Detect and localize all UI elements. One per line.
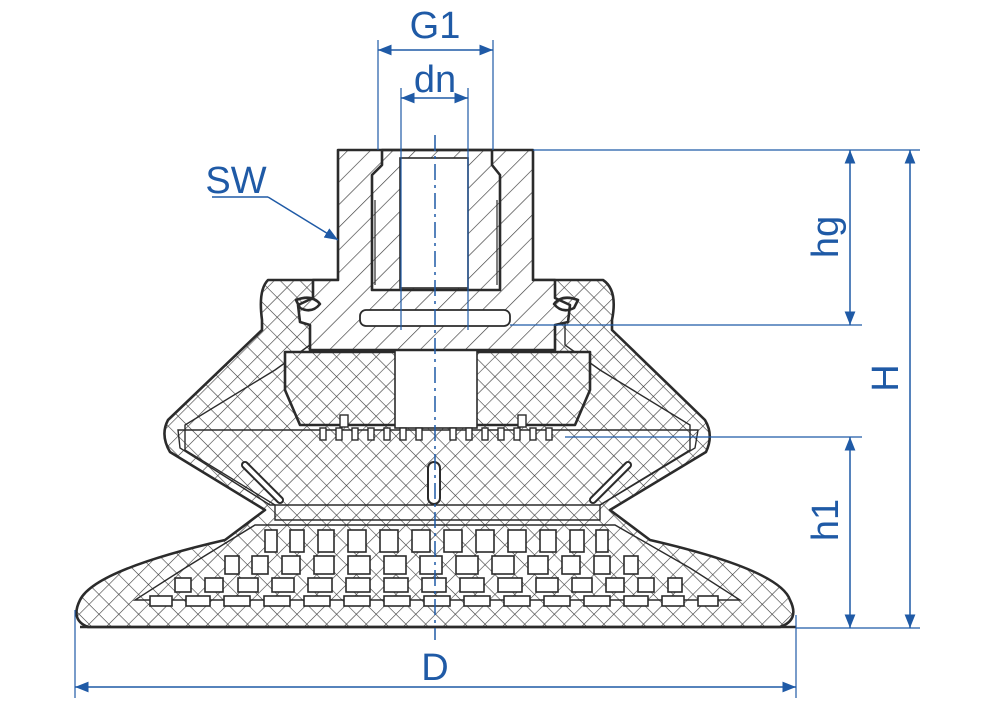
dimension-dn — [400, 88, 469, 330]
slot-left-inner — [243, 463, 282, 502]
label-h1: h1 — [805, 499, 847, 541]
fin-grid — [149, 529, 719, 607]
hook-right — [552, 296, 580, 312]
label-hg: hg — [805, 216, 847, 258]
lower-cavity — [177, 429, 699, 506]
fitting-bore — [370, 148, 502, 292]
insert-ribs — [319, 414, 553, 441]
slot-right-inner — [591, 463, 630, 502]
suction-cup-body — [75, 148, 796, 629]
leader-sw — [212, 196, 339, 241]
fitting-bore-core — [399, 157, 469, 289]
center-bore — [394, 349, 478, 429]
hook-left — [294, 296, 322, 312]
dimension-h1 — [565, 436, 862, 628]
label-d: D — [421, 647, 448, 689]
dimension-d — [74, 610, 797, 698]
label-g1: G1 — [410, 5, 461, 47]
thread-lines — [374, 200, 498, 285]
dimension-g1 — [377, 40, 494, 150]
dimension-hg — [510, 149, 862, 326]
label-sw: SW — [205, 160, 266, 202]
dimension-h — [796, 149, 920, 629]
label-h: H — [865, 364, 907, 391]
lip-cavity — [132, 524, 743, 601]
label-dn: dn — [414, 59, 456, 101]
slot-center — [427, 461, 441, 505]
